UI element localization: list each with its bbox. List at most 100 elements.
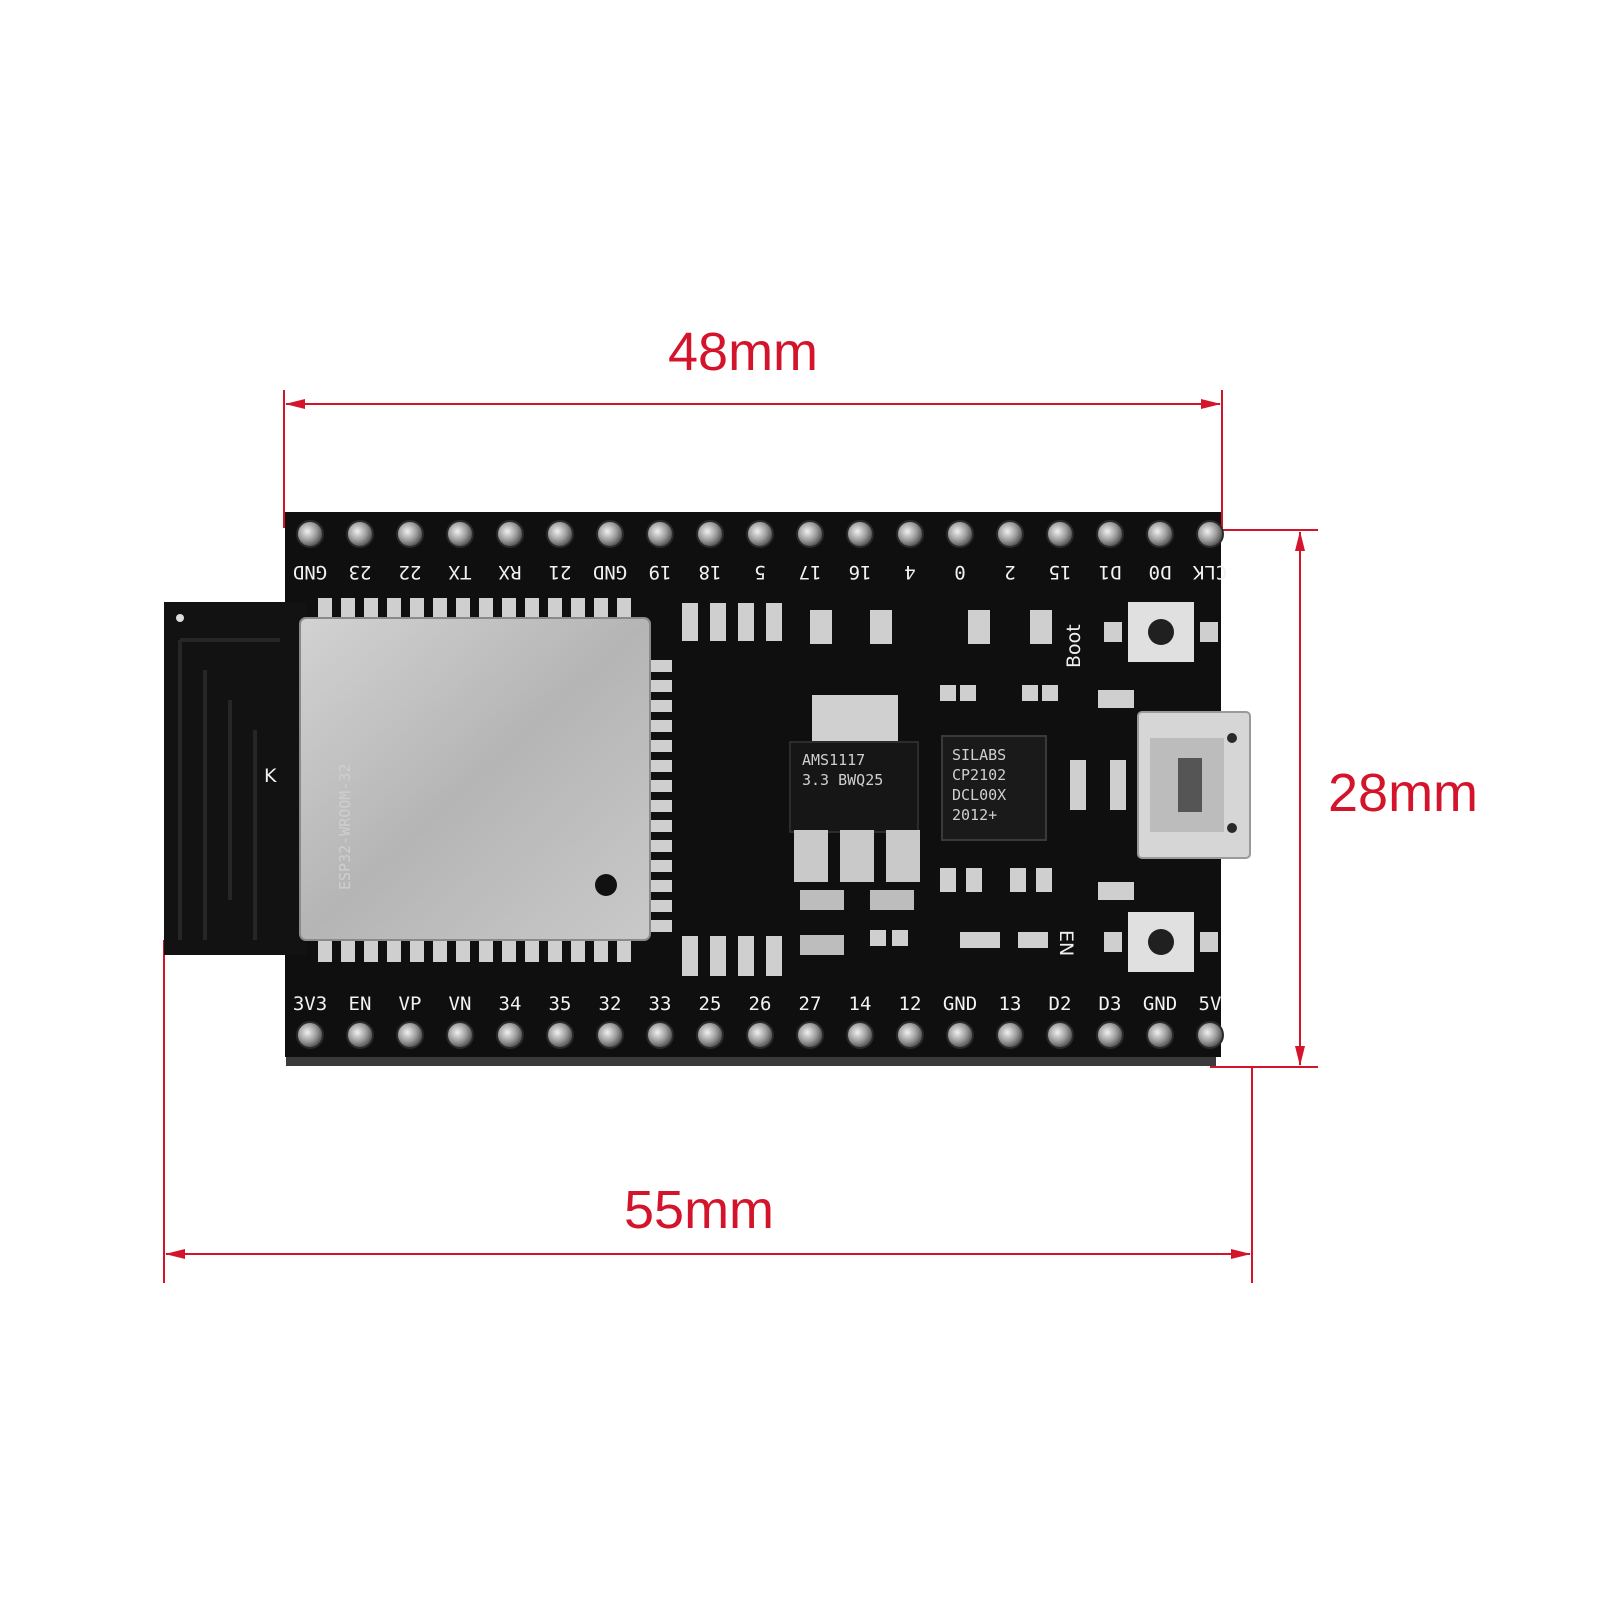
module-pin1-dot [595, 874, 617, 896]
pin-label-bottom: 13 [999, 993, 1022, 1015]
antenna-area [164, 602, 306, 955]
module-pad [617, 598, 631, 620]
pin-label-top: TX [448, 561, 471, 583]
regulator-line-2: 3.3 BWQ25 [802, 771, 883, 789]
header-pin-top [796, 520, 824, 548]
regulator-leg-2 [840, 830, 874, 882]
header-pin-bottom [596, 1021, 624, 1049]
module-pad [648, 780, 672, 792]
module-pad [571, 598, 585, 620]
header-pin-top [696, 520, 724, 548]
regulator-line-1: AMS1117 [802, 751, 865, 769]
boot-button[interactable] [1104, 602, 1218, 662]
module-pad [648, 800, 672, 812]
header-pin-top [296, 520, 324, 548]
header-pin-bottom [646, 1021, 674, 1049]
module-pad [648, 720, 672, 732]
header-pin-top [346, 520, 374, 548]
regulator-leg-3 [886, 830, 920, 882]
module-pad [548, 598, 562, 620]
module-pad [648, 760, 672, 772]
module-pad [571, 940, 585, 962]
module-pad [525, 598, 539, 620]
antenna-mark: K [264, 765, 277, 787]
header-pin-top [896, 520, 924, 548]
header-pin-top [746, 520, 774, 548]
header-pin-top [846, 520, 874, 548]
pin-label-top: GND [593, 561, 627, 583]
header-pin-bottom [996, 1021, 1024, 1049]
header-pin-top [1146, 520, 1174, 548]
pin-label-top: D0 [1149, 561, 1172, 583]
header-pin-bottom [396, 1021, 424, 1049]
pin-label-bottom: 12 [899, 993, 922, 1015]
pin-label-bottom: 5V [1199, 993, 1222, 1015]
module-pad [433, 940, 447, 962]
antenna-trace [178, 638, 280, 940]
en-button[interactable] [1104, 912, 1218, 972]
pin-label-bottom: VN [449, 993, 472, 1015]
pin-label-top: 21 [549, 561, 572, 583]
module-pad [648, 740, 672, 752]
header-pin-top [1096, 520, 1124, 548]
dimension-label-height: 28mm [1328, 763, 1479, 823]
pin-label-bottom: D3 [1099, 993, 1122, 1015]
header-pin-top [946, 520, 974, 548]
pin-label-bottom: 33 [649, 993, 672, 1015]
pin-label-top: 19 [649, 561, 672, 583]
module-pad [648, 680, 672, 692]
module-pad [648, 700, 672, 712]
header-pin-top [496, 520, 524, 548]
header-pin-bottom [296, 1021, 324, 1049]
module-pad [341, 598, 355, 620]
module-shield [299, 617, 651, 941]
pin-label-bottom: 27 [799, 993, 822, 1015]
header-pin-bottom [846, 1021, 874, 1049]
header-pin-top [546, 520, 574, 548]
dimension-lines [163, 390, 1318, 1283]
header-pin-bottom [946, 1021, 974, 1049]
pin-label-top: 4 [904, 561, 915, 583]
module-pad [456, 598, 470, 620]
header-pin-top [1046, 520, 1074, 548]
module-pad [387, 598, 401, 620]
breakout-pads [682, 603, 782, 976]
pin-label-bottom: 3V3 [293, 993, 327, 1015]
module-pad [648, 840, 672, 852]
pin-label-bottom: D2 [1049, 993, 1072, 1015]
module-pad [648, 820, 672, 832]
module-pad [648, 880, 672, 892]
pin-label-bottom: 32 [599, 993, 622, 1015]
module-pad [410, 598, 424, 620]
pin-label-top: CLK [1192, 561, 1227, 583]
module-pads-top [318, 598, 631, 620]
module-pad [648, 900, 672, 912]
header-pin-bottom [546, 1021, 574, 1049]
module-pad [364, 598, 378, 620]
regulator-tab [812, 695, 898, 750]
module-pad [410, 940, 424, 962]
module-pad [318, 598, 332, 620]
module-pad [594, 598, 608, 620]
module-pad [594, 940, 608, 962]
en-label: EN [1055, 930, 1077, 956]
boot-label: Boot [1063, 624, 1085, 668]
passive-components [800, 610, 1134, 955]
pin-label-bottom: 34 [499, 993, 522, 1015]
pin-label-bottom: 14 [849, 993, 872, 1015]
usb-bridge-chip [941, 735, 1047, 841]
pin-label-top: GND [293, 561, 327, 583]
module-pad [525, 940, 539, 962]
header-pin-top [1196, 520, 1224, 548]
micro-usb-port[interactable] [1137, 711, 1251, 859]
module-pad [318, 940, 332, 962]
module-pad [456, 940, 470, 962]
pin-label-top: 16 [849, 561, 872, 583]
module-pad [387, 940, 401, 962]
header-pin-bottom [796, 1021, 824, 1049]
header-pin-bottom [1196, 1021, 1224, 1049]
module-pad [502, 940, 516, 962]
antenna-dot [176, 614, 184, 622]
